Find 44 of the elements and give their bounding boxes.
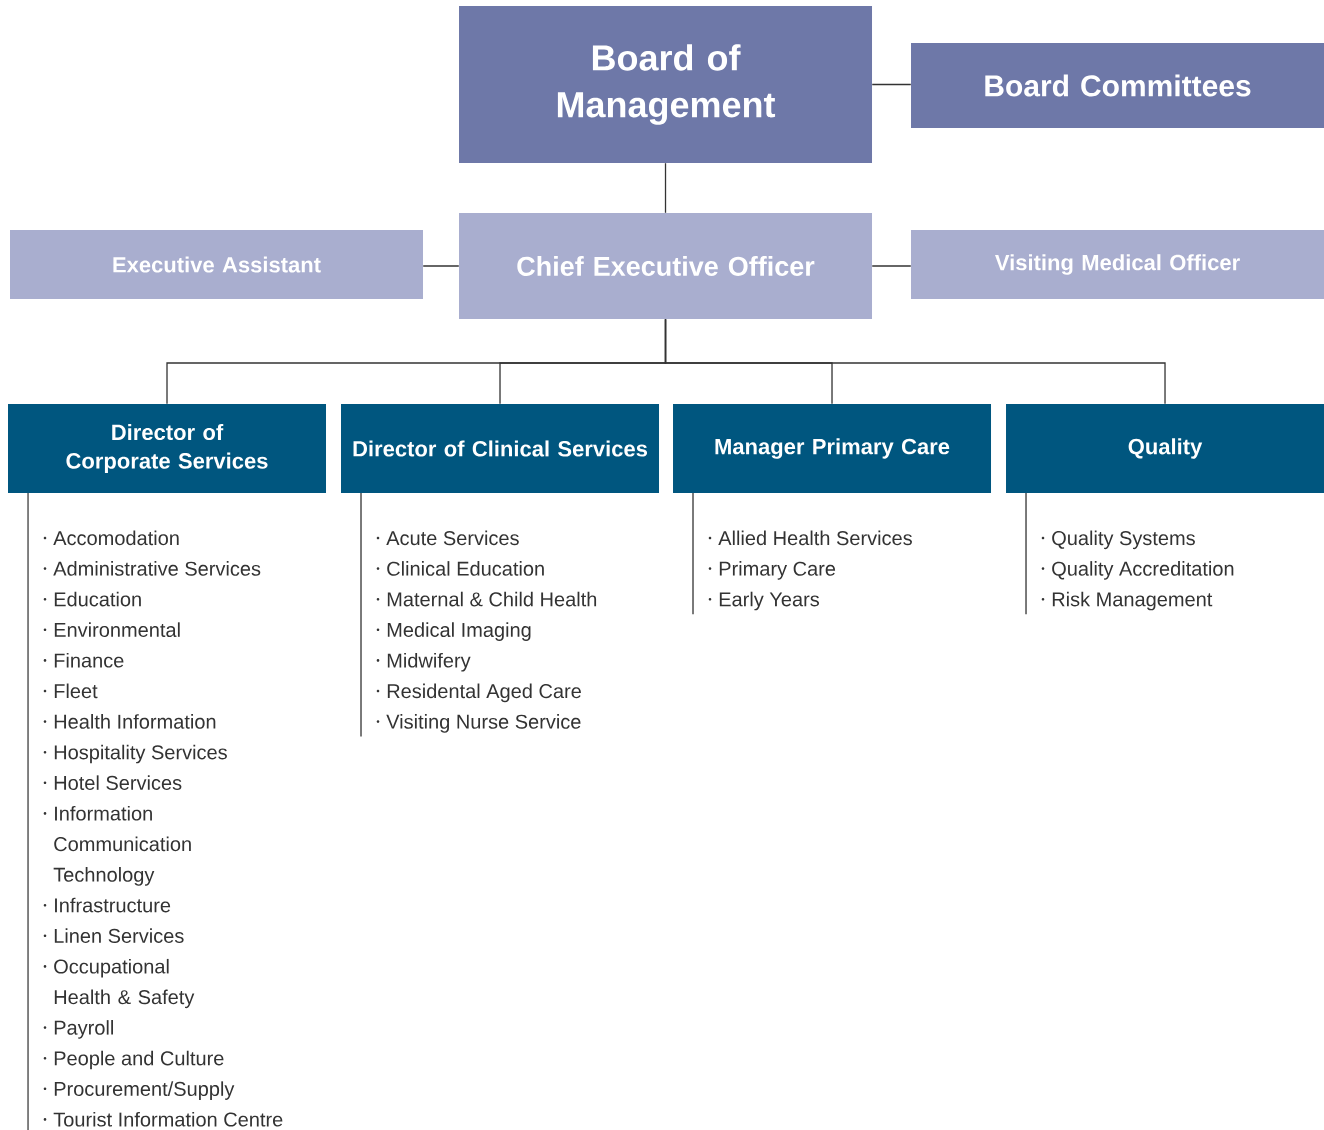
list-item: Environmental	[54, 622, 180, 637]
connector-line	[871, 265, 912, 267]
org-box: Executive Assistant	[10, 230, 423, 299]
list-item: Quality Accreditation	[1052, 561, 1234, 580]
list-item: Infrastructure	[55, 897, 171, 913]
list-item: Allied Health Services	[718, 530, 912, 546]
list-item: Maternal & Child Health	[387, 591, 597, 607]
list-item: Tourist Information Centre	[53, 1111, 283, 1127]
org-box: Board Committees	[911, 43, 1324, 128]
list-item: Payroll	[54, 1020, 113, 1039]
list-item: Accomodation	[53, 530, 179, 546]
org-box: Manager Primary Care	[673, 404, 991, 493]
org-box: Quality	[1006, 404, 1324, 493]
list-item: Quality Systems	[1052, 530, 1195, 550]
org-box: Director of Corporate Services	[8, 404, 326, 493]
list-item: Occupational Health & Safety	[54, 958, 195, 1009]
org-box: Director of Clinical Services	[341, 404, 659, 493]
list-item: Midwifery	[387, 652, 471, 672]
connector-line	[422, 265, 460, 267]
list-item: Early Years	[719, 591, 819, 611]
list-item: Visiting Nurse Service	[386, 714, 581, 733]
list-item: Procurement/Supply	[54, 1081, 235, 1100]
list-item: Medical Imaging	[387, 622, 531, 641]
list-item: Information Communication Technology	[53, 805, 191, 886]
org-box: Visiting Medical Officer	[911, 230, 1324, 299]
list-item: Education	[54, 591, 141, 607]
list-item: Risk Management	[1052, 591, 1213, 611]
list-item: Linen Services	[54, 928, 184, 943]
list-item: Finance	[54, 652, 124, 668]
list-item: Acute Services	[386, 530, 519, 546]
list-item: Clinical Education	[387, 561, 544, 576]
list-item: Residental Aged Care	[387, 683, 581, 703]
list-item: Hospitality Services	[54, 744, 227, 764]
list-item: People and Culture	[54, 1050, 224, 1070]
list-item: Administrative Services	[53, 561, 261, 576]
list-item: Health Information	[54, 714, 216, 729]
list-item: Hotel Services	[54, 775, 182, 790]
connector-line	[871, 83, 912, 86]
connector-line	[664, 162, 667, 214]
connector-line	[664, 318, 1166, 405]
list-item: Primary Care	[719, 561, 836, 580]
list-item: Fleet	[54, 683, 98, 699]
org-box: Chief Executive Officer	[459, 213, 872, 319]
org-box: Board of Management	[459, 6, 872, 163]
